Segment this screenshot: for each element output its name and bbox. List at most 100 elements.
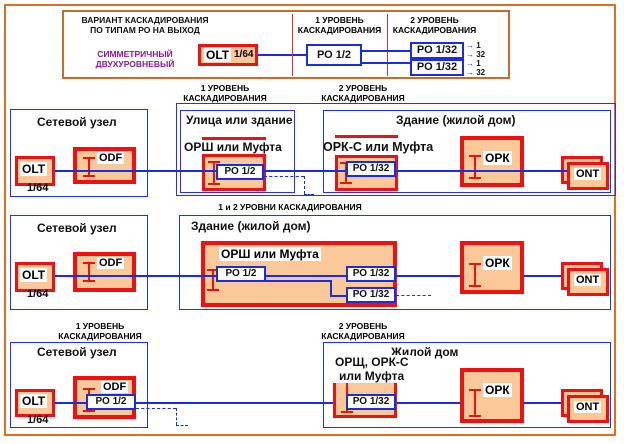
legend-divider-2 <box>387 14 388 76</box>
s2-olt: OLT <box>15 262 55 292</box>
legend-out-first-a: 1 <box>476 41 481 50</box>
legend-level2-line1: 2 УРОВЕНЬ <box>410 15 459 25</box>
s1-spare-b <box>304 176 305 194</box>
s1-fiber-b <box>264 170 346 172</box>
s1-po1: РО 1/2 <box>216 164 264 180</box>
s1-level1-label: 1 УРОВЕНЬ КАСКАДИРОВАНИЯ <box>180 83 270 103</box>
s1-olt: OLT <box>15 156 55 186</box>
s3-odf-label: ODF <box>101 381 129 393</box>
s2-fiber-c <box>266 280 331 282</box>
legend-out-last-a: 32 <box>476 50 486 59</box>
s2-olt-label: OLT <box>20 268 48 282</box>
legend-olt-ratio: 1/64 <box>234 49 254 60</box>
s3-ork-icon <box>469 389 481 417</box>
legend-level2: 2 УРОВЕНЬ КАСКАДИРОВАНИЯ <box>387 15 482 35</box>
s2-building-title: Здание (жилой дом) <box>191 219 311 233</box>
legend-level1: 1 УРОВЕНЬ КАСКАДИРОВАНИЯ <box>292 15 387 35</box>
s1-level2-label: 2 УРОВЕНЬ КАСКАДИРОВАНИЯ <box>318 83 408 103</box>
diagram-frame <box>4 4 616 436</box>
legend-po-32a: РО 1/32 <box>410 42 464 59</box>
s2-ork-icon <box>469 263 481 287</box>
s2-odf-label: ODF <box>97 257 125 269</box>
legend-title: ВАРИАНТ КАСКАДИРОВАНИЯ ПО ТИПАМ РО НА ВЫ… <box>70 15 220 35</box>
s3-splitter-title-line1: ОРЩ, ОРК-С <box>333 355 411 369</box>
s1-olt-label: OLT <box>20 162 48 176</box>
legend-fiber <box>258 54 306 56</box>
s3-level2-line1: 2 УРОВЕНЬ <box>338 321 388 331</box>
s2-network-node: Сетевой узел <box>10 215 148 310</box>
s1-odf-icon <box>83 157 95 177</box>
legend-title-line2: ПО ТИПАМ РО НА ВЫХОД <box>90 25 200 35</box>
s3-level2-label: 2 УРОВЕНЬ КАСКАДИРОВАНИЯ <box>318 321 408 341</box>
s3-ork-label: ОРК <box>483 383 512 397</box>
s1-splitter1-icon <box>208 161 220 185</box>
s1-ork-icon <box>469 155 481 179</box>
s2-node-title: Сетевой узел <box>37 221 117 235</box>
s1-level2-line2: КАСКАДИРОВАНИЯ <box>321 93 405 103</box>
s2-fiber-b <box>266 275 346 277</box>
s1-po2: РО 1/32 <box>346 161 396 177</box>
s2-po1: РО 1/2 <box>216 266 266 282</box>
s1-network-node: Сетевой узел <box>10 109 148 197</box>
s1-splitter1-title: ОРШ или Муфта <box>184 140 282 154</box>
s2-fiber-d <box>330 280 332 295</box>
s1-street-box: Улица или здание <box>180 110 295 193</box>
s3-level1-line1: 1 УРОВЕНЬ <box>75 321 125 331</box>
variant-label: СИММЕТРИЧНЫЙ ДВУХУРОВНЕВЫЙ <box>80 49 190 69</box>
s2-ont-label: ONT <box>574 274 602 286</box>
s1-odf: ODF <box>73 147 136 184</box>
legend-outputs-a: → 1 → 32 <box>466 41 486 59</box>
s3-olt-ratio: 1/64 <box>27 414 49 426</box>
s3-spare-c <box>176 425 188 426</box>
legend-outputs-b: → 1 → 32 <box>466 59 486 77</box>
legend-po-half: РО 1/2 <box>306 44 362 66</box>
s3-splitter-title: ОРЩ, ОРК-С или Муфта <box>333 355 411 383</box>
s2-fiber-e <box>330 295 346 297</box>
s3-level1-label: 1 УРОВЕНЬ КАСКАДИРОВАНИЯ <box>55 321 145 341</box>
s2-spare <box>396 295 431 296</box>
legend-level1-line1: 1 УРОВЕНЬ <box>315 15 364 25</box>
legend-panel: ВАРИАНТ КАСКАДИРОВАНИЯ ПО ТИПАМ РО НА ВЫ… <box>62 10 510 79</box>
legend-olt: OLT 1/64 <box>198 44 258 66</box>
s3-network-node: Сетевой узел <box>10 342 148 428</box>
s1-building-box: Здание (жилой дом) <box>323 110 611 193</box>
s1-fiber-a <box>55 170 216 172</box>
s3-ont: ONT <box>567 395 609 423</box>
s2-olt-ratio: 1/64 <box>27 288 49 300</box>
s2-ork-label: ОРК <box>483 256 512 270</box>
s1-outer-box <box>176 103 616 196</box>
s2-fiber-a <box>55 275 216 277</box>
s1-level2-line1: 2 УРОВЕНЬ <box>338 83 388 93</box>
s2-odf-icon <box>83 262 95 282</box>
s1-splitter2-title: ОРК-С или Муфта <box>323 140 434 154</box>
s1-olt-ratio: 1/64 <box>27 182 49 194</box>
s1-splitter1-top <box>202 137 266 140</box>
s2-ont: ONT <box>567 268 609 296</box>
s1-ork-label: ОРК <box>483 151 512 165</box>
legend-wire-b <box>362 62 410 64</box>
s1-splitter2-top <box>335 135 398 138</box>
s1-spare-a <box>264 176 304 177</box>
legend-title-line1: ВАРИАНТ КАСКАДИРОВАНИЯ <box>81 15 209 25</box>
s1-level1-line2: КАСКАДИРОВАНИЯ <box>183 93 267 103</box>
s1-street-title: Улица или здание <box>186 113 293 127</box>
s3-fiber-b <box>136 402 346 404</box>
s1-node-title: Сетевой узел <box>37 115 117 129</box>
s2-ork: ОРК <box>460 241 524 294</box>
s3-ont-label: ONT <box>574 401 602 413</box>
s3-spare-a <box>136 408 176 409</box>
legend-olt-label: OLT <box>204 48 232 62</box>
s1-ork: ОРК <box>460 136 524 187</box>
s3-node-title: Сетевой узел <box>37 345 117 359</box>
s1-odf-label: ODF <box>97 152 125 164</box>
variant-line1: СИММЕТРИЧНЫЙ <box>97 49 173 59</box>
s1-level1-line1: 1 УРОВЕНЬ <box>200 83 250 93</box>
s2-splitter-title: ОРШ или Муфта <box>219 247 321 261</box>
legend-divider-1 <box>292 14 293 76</box>
s1-ont-label: ONT <box>574 168 602 180</box>
s2-building-box: Здание (жилой дом) <box>179 215 611 310</box>
s3-po1: РО 1/2 <box>86 394 136 410</box>
s3-po2: РО 1/32 <box>346 394 396 410</box>
legend-po-32b: РО 1/32 <box>410 59 464 76</box>
legend-out-last-b: 32 <box>476 68 486 77</box>
